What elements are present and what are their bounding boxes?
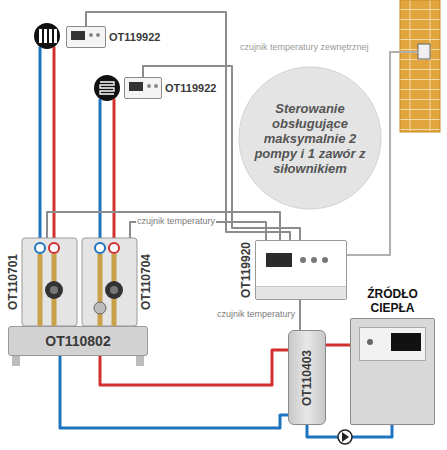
pump-symbol-arrow [342,432,349,442]
thermometer [109,243,119,253]
part-number: OT110802 [9,333,147,349]
part-number: OT110701 [6,254,20,310]
pump-group-housing [82,238,137,326]
node-heading: ŹRÓDŁO CIEPŁA [353,287,433,315]
circulation-pump [105,281,123,299]
supply-pipe [326,344,350,347]
display [71,31,85,40]
manifold-box: OT110802 [8,326,148,356]
circle-text: Sterowanie obsługujące maksymalnie 2 pom… [250,101,370,176]
circle-shape [239,67,381,209]
edge-label: czujnik temperatury [216,309,296,320]
button [322,257,328,263]
sensor-cable [299,300,301,330]
manifold-leg [136,356,144,366]
boiler-box: ŹRÓDŁO CIEPŁA [350,318,435,425]
hydraulic-separator: OT110403 [288,330,326,425]
button [147,84,151,88]
pump-group: OT110701 [22,238,77,326]
control-cable [47,212,280,240]
thermostat-box: OT119922 [124,77,162,99]
manifold-leg [12,356,20,366]
note-label: czujnik temperatury zewnętrznej [240,42,369,53]
floor-heating-icon [94,75,120,101]
pump-group-housing [22,238,77,326]
button [89,33,93,37]
part-number: OT119922 [109,31,160,43]
button [367,339,373,345]
part-number: OT110704 [139,254,153,310]
thermometer [35,243,45,253]
pump-hub [110,286,118,294]
thermometer [95,243,105,253]
mixing-valve [94,302,106,314]
part-number: OT110403 [300,349,314,405]
return-pipe [99,99,102,243]
return-pipe [39,47,42,243]
pump-symbol [338,430,352,444]
button [300,257,306,263]
button [311,257,317,263]
radiator-symbol [39,29,57,43]
display [266,253,292,267]
pump-hub [50,286,58,294]
display [129,82,143,91]
brass-pipes [40,254,114,326]
outdoor-sensor [418,44,430,59]
circulation-pump [45,281,63,299]
thermostat-box: OT119922 [66,26,106,48]
button [96,33,100,37]
bottom-strip [256,286,346,299]
pump-group: OT110704 [82,238,137,326]
floor-heating-symbol [100,82,114,94]
edge-label: czujnik temperatury [136,216,216,227]
display [391,333,421,351]
radiator-icon [34,23,60,49]
wall [400,0,440,132]
return-pipe [60,356,288,428]
thermometer [49,243,59,253]
part-number: OT119920 [239,242,253,298]
info-circle: Sterowanie obsługujące maksymalnie 2 pom… [238,66,382,210]
supply-pipe [113,99,116,243]
controller-box: OT119920 [255,240,347,300]
button [154,84,158,88]
part-number: OT119922 [165,82,216,94]
supply-pipe [53,47,56,243]
